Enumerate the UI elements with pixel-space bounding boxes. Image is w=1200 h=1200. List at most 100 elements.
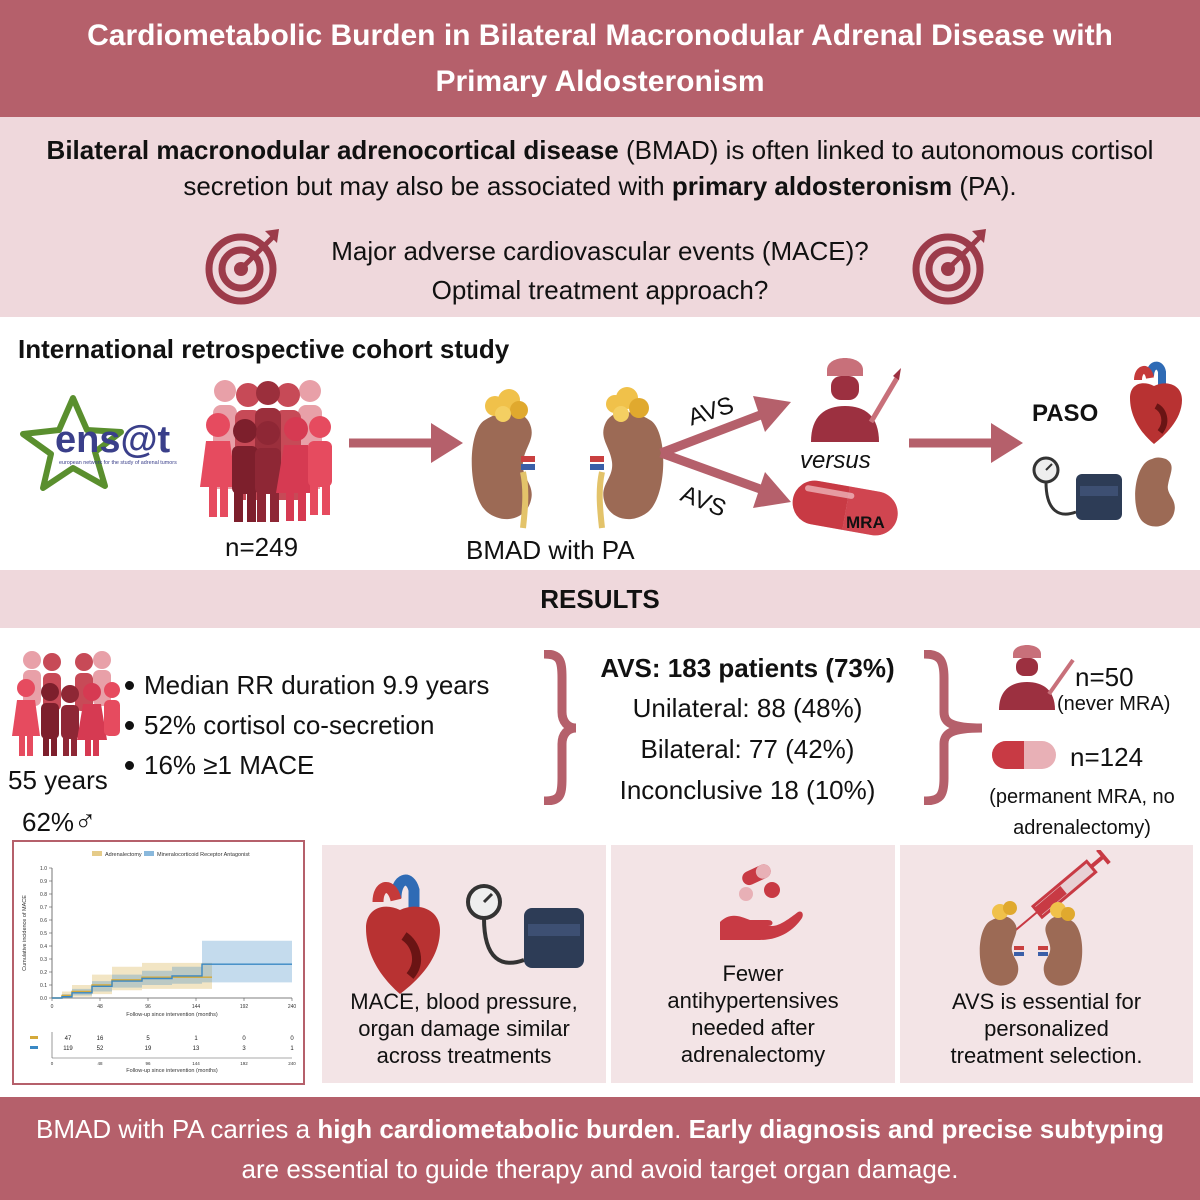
avs-inconclusive: Inconclusive 18 (10%): [619, 775, 876, 805]
risk-table-value: 1: [194, 1036, 198, 1042]
page-title-line2: Primary Aldosteronism: [435, 64, 765, 98]
heart-icon: [366, 874, 440, 994]
mra-pill-icon-small: [992, 741, 1056, 769]
km-chart: Adrenalectomy Mineralocorticoid Receptor …: [22, 851, 297, 1074]
risk-table-value: 1: [290, 1046, 294, 1052]
surgery-group-n: n=50: [1075, 662, 1134, 692]
risk-table-tick-label: 240: [288, 1061, 296, 1066]
results-band: RESULTS: [0, 570, 1200, 628]
legend-label: Adrenalectomy: [105, 852, 142, 858]
avs-bilateral: Bilateral: 77 (42%): [640, 734, 855, 764]
finding-item: Median RR duration 9.9 years: [125, 665, 489, 705]
ensat-logo: ens@t european network for the study of …: [20, 395, 177, 491]
risk-table-value: 3: [242, 1046, 246, 1052]
pills-hand-icon: [720, 864, 803, 940]
intro-text: Bilateral macronodular adrenocortical di…: [40, 132, 1160, 204]
bmad-kidneys-icon: [471, 387, 664, 529]
risk-table-swatch: [30, 1036, 38, 1039]
ensat-logo-subtitle: european network for the study of adrena…: [59, 460, 177, 466]
legend-swatch: [92, 851, 102, 856]
avs-catheter-icon: [979, 850, 1111, 986]
panel-outcomes: MACE, blood pressure, organ damage simil…: [322, 845, 606, 1083]
y-tick-label: 0.2: [40, 970, 47, 976]
risk-table-value: 13: [193, 1046, 200, 1052]
conclusion-bold-burden: high cardiometabolic burden: [317, 1113, 675, 1144]
risk-table-xlabel: Follow-up since intervention (months): [126, 1068, 218, 1074]
question-mace: Major adverse cardiovascular events (MAC…: [331, 236, 869, 266]
cohort-n-label: n=249: [225, 532, 299, 562]
male-symbol: ♂: [74, 805, 97, 838]
surgeon-icon: [811, 358, 901, 442]
mra-group-n: n=124: [1070, 742, 1144, 772]
risk-table-value: 5: [146, 1036, 150, 1042]
y-tick-label: 0.5: [40, 931, 47, 937]
risk-table-swatch: [30, 1046, 38, 1049]
risk-table-tick-label: 192: [240, 1061, 248, 1066]
conclusion-band: BMAD with PA carries a high cardiometabo…: [0, 1097, 1200, 1200]
finding-item: 16% ≥1 MACE: [125, 745, 489, 785]
left-brace: [543, 650, 577, 805]
flow-arrow-2: [909, 423, 1023, 463]
male-pct-label: 62%♂: [22, 805, 97, 839]
risk-table-value: 19: [145, 1046, 152, 1052]
left-kidney: [471, 389, 535, 529]
kidney-icon-small: [1135, 457, 1175, 527]
y-tick-label: 0.0: [40, 996, 47, 1002]
risk-table-tick-label: 48: [97, 1061, 103, 1066]
mra-pill-icon: [792, 480, 898, 536]
study-title: International retrospective cohort study: [18, 334, 510, 364]
y-tick-label: 0.9: [40, 879, 47, 885]
x-tick-label: 96: [145, 1004, 151, 1010]
heart-icon-small: [1130, 361, 1182, 444]
legend-swatch: [144, 851, 154, 856]
results-heading: RESULTS: [540, 583, 660, 614]
avs-results-head: AVS: 183 patients (73%): [600, 653, 895, 683]
risk-table-tick-label: 96: [145, 1061, 151, 1066]
versus-label: versus: [800, 447, 871, 474]
panel-antihypertensives-caption: Fewer antihypertensives needed after adr…: [667, 961, 839, 1067]
bmad-label: BMAD with PA: [466, 535, 635, 565]
surgeon-icon-small: [999, 645, 1075, 710]
ci-band: [52, 940, 292, 998]
panel-avs-essential: AVS is essential for personalized treatm…: [900, 845, 1193, 1083]
intro-band: [0, 117, 1200, 317]
flow-arrow-1: [349, 423, 463, 463]
blood-pressure-icon-small: [1032, 456, 1122, 520]
risk-table-tick-label: 144: [192, 1061, 200, 1066]
panel-avs-essential-caption: AVS is essential for personalized treatm…: [950, 989, 1143, 1068]
x-tick-label: 240: [288, 1004, 297, 1010]
surgery-group-note: (never MRA): [1057, 693, 1171, 715]
finding-item: 52% cortisol co-secretion: [125, 705, 489, 745]
age-label: 55 years: [8, 765, 108, 795]
question-treatment: Optimal treatment approach?: [431, 275, 769, 305]
male-pct-value: 62%: [22, 807, 75, 837]
series-line: [52, 976, 212, 999]
panel-antihypertensives: Fewer antihypertensives needed after adr…: [611, 845, 895, 1083]
y-tick-label: 0.8: [40, 892, 47, 898]
x-tick-label: 0: [51, 1004, 54, 1010]
x-tick-label: 48: [97, 1004, 103, 1010]
avs-unilateral: Unilateral: 88 (48%): [632, 693, 863, 723]
risk-table-tick-label: 0: [51, 1061, 54, 1066]
target-icon-right: [912, 229, 986, 305]
question-block: Major adverse cardiovascular events (MAC…: [300, 232, 900, 310]
right-kidney: [590, 387, 664, 529]
panel-outcomes-caption: MACE, blood pressure, organ damage simil…: [350, 989, 578, 1068]
demographics-crowd-icon: [12, 651, 120, 756]
risk-table-value: 52: [97, 1046, 104, 1052]
findings-list: Median RR duration 9.9 years 52% cortiso…: [125, 665, 489, 785]
y-tick-label: 0.6: [40, 918, 47, 924]
risk-table-value: 47: [65, 1036, 72, 1042]
conclusion-text: BMAD with PA carries a high cardiometabo…: [36, 1113, 1164, 1184]
risk-table-value: 16: [97, 1036, 104, 1042]
y-tick-label: 0.1: [40, 983, 47, 989]
right-brace: [923, 650, 983, 805]
conclusion-bold-subtyping: Early diagnosis and precise subtyping: [688, 1113, 1164, 1144]
page-title-line1: Cardiometabolic Burden in Bilateral Macr…: [87, 18, 1113, 52]
km-chart-box: Adrenalectomy Mineralocorticoid Receptor …: [12, 840, 305, 1085]
paso-label: PASO: [1032, 400, 1099, 427]
legend-label: Mineralocorticoid Receptor Antagonist: [157, 852, 250, 858]
target-icon-left: [205, 229, 279, 305]
risk-table-value: 119: [63, 1046, 73, 1052]
y-tick-label: 0.3: [40, 957, 47, 963]
